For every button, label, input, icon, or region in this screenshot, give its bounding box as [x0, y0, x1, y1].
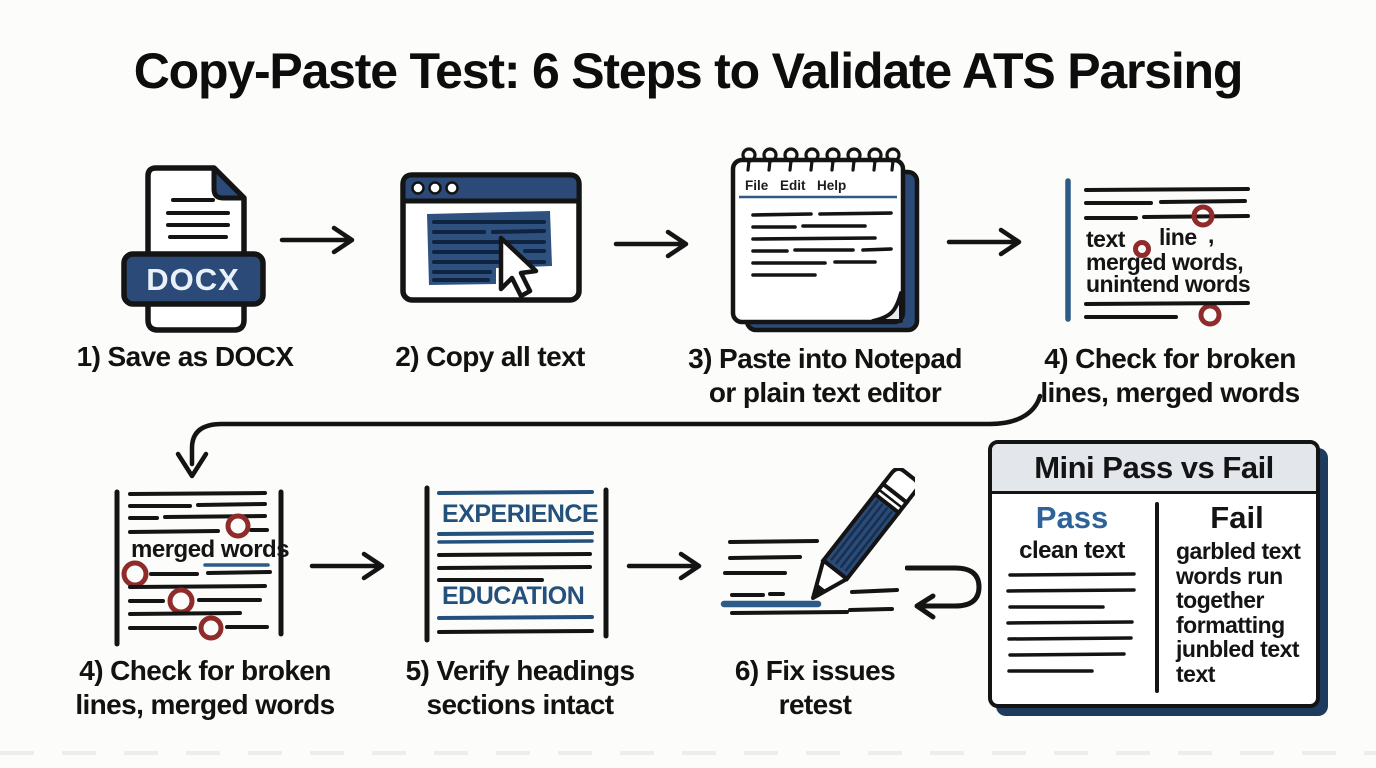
arrow-right-icon: [279, 225, 355, 255]
fragment-unintend-words: unintend words: [1086, 271, 1250, 297]
fail-header: Fail: [1210, 500, 1264, 535]
fragment-comma: ,: [1208, 222, 1214, 248]
fail-item: text: [1176, 660, 1215, 687]
fragment-line: line: [1159, 224, 1197, 250]
folded-corner-icon: [871, 291, 903, 323]
pass-header: Pass: [1035, 500, 1109, 535]
pass-column: Pass clean text: [992, 494, 1152, 689]
browser-copy-icon: [400, 172, 582, 303]
step3-label: 3) Paste into Notepad or plain text edit…: [688, 343, 962, 408]
arrow-right-icon: [946, 227, 1022, 257]
page-title: Copy-Paste Test: 6 Steps to Validate ATS…: [133, 43, 1244, 99]
menu-help: Help: [817, 178, 846, 193]
flow-connector-arrow: [175, 393, 1043, 479]
retry-arrow-icon: [905, 565, 982, 620]
docx-file-icon: DOCX: [121, 165, 266, 333]
menu-file: File: [745, 178, 769, 193]
fail-item: garbled text: [1176, 538, 1301, 564]
cursor-icon: [498, 235, 539, 299]
step4-label: 4) Check for broken lines, merged words: [1040, 343, 1300, 408]
fail-item: formatting: [1176, 611, 1285, 638]
table-divider: [1155, 502, 1159, 693]
notepad-icon: File Edit Help: [730, 147, 920, 333]
arrow-right-icon: [309, 551, 385, 581]
docx-badge-label: DOCX: [146, 262, 240, 297]
merged-words-annotation: merged words: [131, 536, 289, 563]
fail-column: Fail garbled text words run together for…: [1162, 494, 1312, 686]
step1-label: 1) Save as DOCX: [76, 341, 294, 372]
pass-fail-table-title: Mini Pass vs Fail: [992, 444, 1316, 494]
spiral-binding-icon: [741, 147, 901, 172]
fragment-text: text: [1086, 226, 1126, 252]
step5-label: 5) Verify headings sections intact: [405, 655, 635, 720]
fail-item: together: [1176, 587, 1265, 613]
fail-item: words run: [1176, 562, 1283, 589]
step6-label: 6) Fix issues retest: [734, 655, 896, 720]
step2-label: 2) Copy all text: [395, 341, 585, 372]
education-heading: EDUCATION: [442, 582, 584, 610]
fail-item: junbled text: [1176, 636, 1300, 662]
arrow-right-icon: [613, 229, 689, 259]
pass-fail-table: Mini Pass vs Fail Pass clean text Fail: [988, 440, 1320, 708]
bottom-artifact-strip: [0, 751, 1376, 755]
step4b-label: 4) Check for broken lines, merged words: [75, 655, 335, 720]
menu-edit: Edit: [780, 178, 806, 193]
pencil-edit-icon: [720, 468, 915, 615]
arrow-right-icon: [626, 551, 702, 581]
parsed-text-issues-icon: text line , merged words, unintend words: [1065, 178, 1251, 327]
headings-document-icon: EXPERIENCE EDUCATION: [424, 485, 609, 643]
merged-words-document-icon: merged words: [114, 489, 290, 647]
clean-text-lines-icon: [1006, 572, 1136, 673]
fragment-merged-words: merged words,: [1086, 249, 1243, 275]
pass-item: clean text: [1019, 537, 1125, 564]
experience-heading: EXPERIENCE: [442, 500, 598, 528]
